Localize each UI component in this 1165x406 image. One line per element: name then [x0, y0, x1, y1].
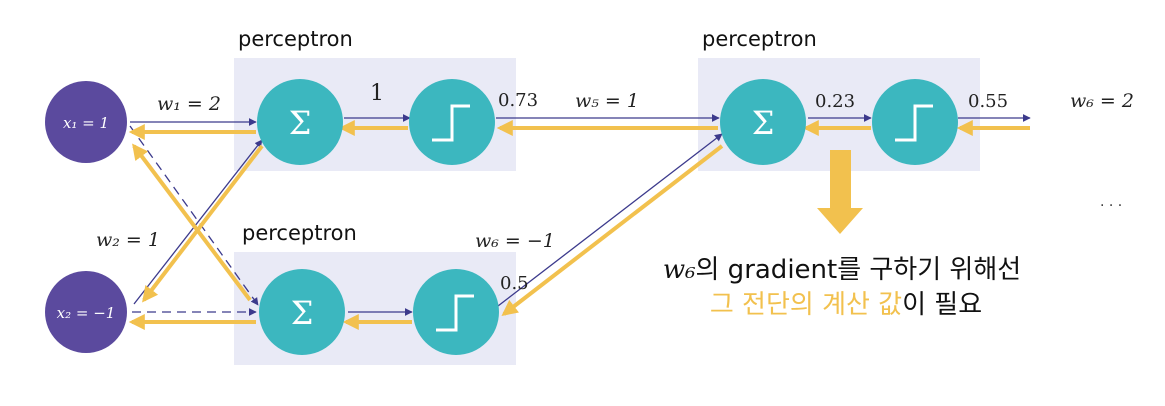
weight-label-w6-right: w₆ = 2: [1070, 90, 1134, 112]
perceptron-label-top: perceptron: [238, 27, 353, 51]
sum-node-1: [257, 79, 343, 165]
weight-label-w1: w₁ = 2: [157, 93, 221, 115]
arrow-x2-to-sum1: [133, 139, 263, 305]
input-node-x1: [45, 81, 127, 163]
sum-icon-1: Σ: [289, 104, 312, 142]
forward-arrows: [129, 114, 1031, 316]
back-arrow-sum1-to-x2: [142, 144, 264, 303]
note-highlight: 그 전단의 계산 값: [710, 290, 902, 320]
sum-icon-3: Σ: [752, 104, 775, 142]
perceptron-label-bottom: perceptron: [242, 221, 357, 245]
input-label-x1: x₁ = 1: [63, 114, 109, 132]
value-label-055: 0.55: [968, 91, 1008, 112]
note-line-1-text: 의 gradient를 구하기 위해선: [696, 255, 1022, 285]
weight-label-w6-left: w₆ = −1: [475, 230, 555, 252]
step-function-icon-3: [895, 104, 933, 142]
arrow-step2-to-sum3: [497, 133, 723, 307]
value-label-05: 0.5: [500, 273, 529, 294]
back-arrow-sum2-to-x1: [132, 143, 252, 302]
ellipsis: · · ·: [1100, 198, 1122, 214]
step-function-icon-2: [436, 294, 474, 332]
input-node-x2: [45, 271, 127, 353]
sum-node-3: [720, 79, 806, 165]
value-label-1: 1: [370, 81, 384, 106]
arrow-x1-to-sum2: [129, 125, 259, 306]
note-w6: w₆: [663, 255, 696, 285]
weight-label-w2: w₂ = 1: [96, 229, 160, 251]
note-line-1: w₆의 gradient를 구하기 위해선: [663, 255, 1021, 285]
weight-label-w5: w₅ = 1: [575, 90, 639, 112]
value-label-073: 0.73: [498, 90, 538, 111]
sum-node-2: [259, 269, 345, 355]
note-line-2-rest: 이 필요: [902, 290, 982, 320]
down-arrow-icon: [817, 150, 863, 234]
value-label-023: 0.23: [815, 91, 855, 112]
sum-icon-2: Σ: [291, 294, 314, 332]
back-arrow-sum3-to-step2: [501, 144, 724, 316]
backward-arrows: [128, 120, 1030, 330]
step-function-icon-1: [432, 104, 470, 142]
perceptron-label-right: perceptron: [702, 27, 817, 51]
note-line-2: 그 전단의 계산 값이 필요: [710, 290, 982, 320]
input-label-x2: x₂ = −1: [57, 304, 116, 322]
